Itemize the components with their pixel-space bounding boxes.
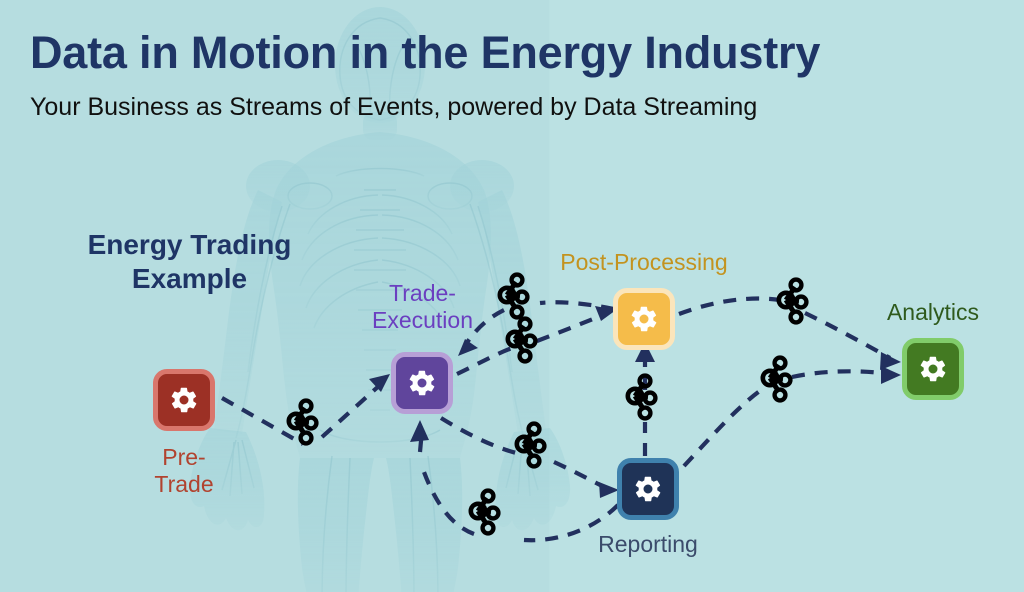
example-label: Energy Trading Example <box>87 229 292 295</box>
gear-icon <box>920 356 946 382</box>
node-label-pre-trade: Pre- Trade <box>154 444 214 497</box>
page-title: Data in Motion in the Energy Industry <box>30 27 821 78</box>
node-trade-execution[interactable] <box>391 352 453 414</box>
page-subtitle: Your Business as Streams of Events, powe… <box>30 93 758 121</box>
node-analytics[interactable] <box>902 338 964 400</box>
node-label-post-processing: Post-Processing <box>560 249 728 275</box>
gear-icon <box>171 387 197 413</box>
node-reporting[interactable] <box>617 458 679 520</box>
node-pre-trade[interactable] <box>153 369 215 431</box>
node-label-analytics: Analytics <box>886 299 980 325</box>
gear-icon <box>635 476 661 502</box>
gear-icon <box>631 306 657 332</box>
node-label-trade-execution: Trade- Execution <box>371 280 473 333</box>
node-label-reporting: Reporting <box>598 531 698 557</box>
node-post-processing[interactable] <box>613 288 675 350</box>
gear-icon <box>409 370 435 396</box>
